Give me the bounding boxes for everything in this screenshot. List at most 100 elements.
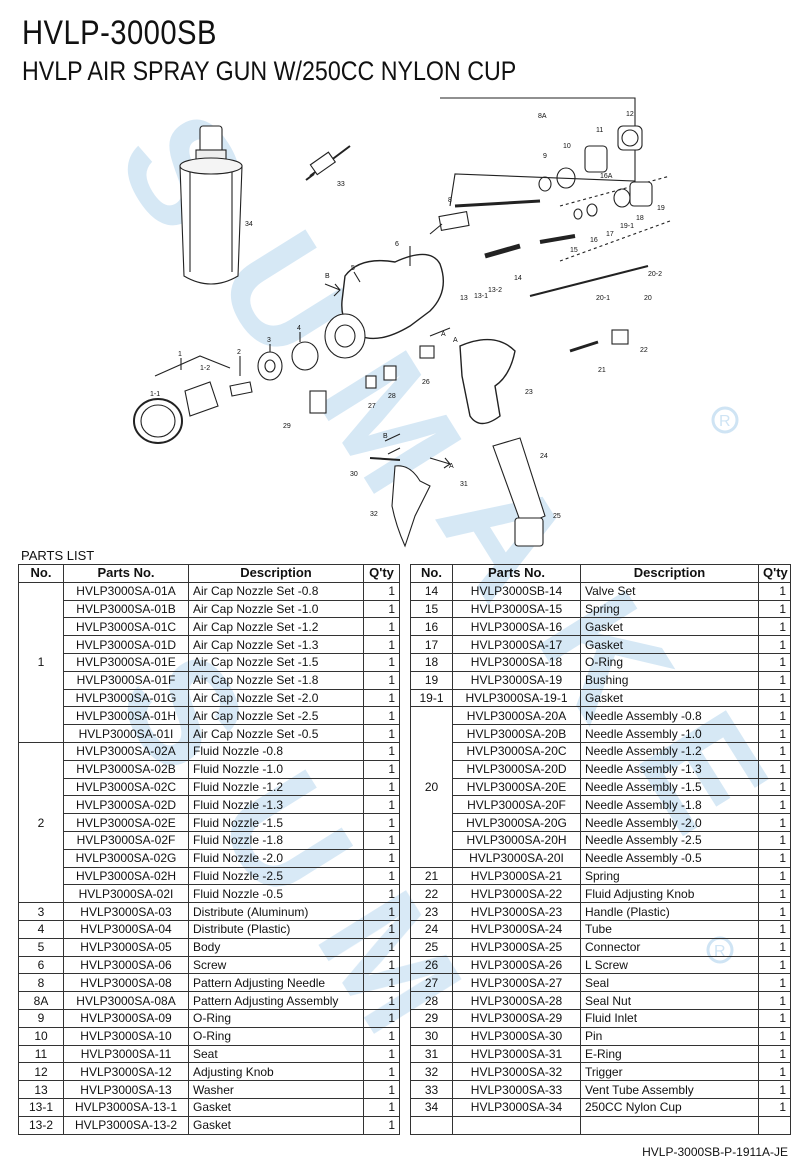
cell-quantity: 1 [758, 848, 791, 868]
cell-description: Fluid Nozzle -0.5 [188, 884, 364, 904]
cell-part-number: HVLP3000SA-17 [452, 635, 581, 654]
cell-quantity: 1 [363, 937, 400, 957]
cell-description: Seal [580, 973, 759, 993]
cell-quantity: 1 [363, 1097, 400, 1117]
cell-part-number: HVLP3000SA-01D [63, 635, 189, 654]
cell-item-no: 8 [18, 973, 64, 993]
cell-item-no: 2 [18, 741, 64, 904]
cell-description: Fluid Adjusting Knob [580, 884, 759, 904]
cell-part-number: HVLP3000SA-20B [452, 724, 581, 743]
cell-description: Spring [580, 599, 759, 619]
cell-part-number: HVLP3000SA-01F [63, 670, 189, 690]
cell-quantity: 1 [363, 617, 400, 637]
cell-item-no: 19-1 [410, 688, 453, 708]
cell-part-number: HVLP3000SA-06 [63, 955, 189, 975]
cell-description: Distribute (Plastic) [188, 919, 364, 939]
callout-24: 24 [540, 453, 548, 460]
cell-description: Gasket [580, 635, 759, 654]
cell-description: Needle Assembly -0.8 [580, 706, 759, 726]
callout-13-2: 13-2 [488, 287, 502, 294]
cell-item-no: 26 [410, 955, 453, 975]
cell-description: Fluid Inlet [580, 1008, 759, 1028]
cell-item-no: 20 [410, 706, 453, 868]
callout-28: 28 [388, 393, 396, 400]
cell-part-number: HVLP3000SA-15 [452, 599, 581, 619]
cell-quantity: 1 [363, 884, 400, 904]
cell-part-number: HVLP3000SA-02G [63, 848, 189, 868]
cell-part-number: HVLP3000SA-05 [63, 937, 189, 957]
callout-21: 21 [598, 367, 606, 374]
cell-quantity: 1 [363, 635, 400, 654]
cell-description: Seal Nut [580, 991, 759, 1010]
cell-description: Needle Assembly -1.5 [580, 777, 759, 797]
cell-quantity: 1 [363, 599, 400, 619]
cell-item-no: 12 [18, 1062, 64, 1082]
callout-16a: 16A [600, 173, 613, 180]
cell-quantity: 1 [758, 1026, 791, 1046]
cell-item-no: 27 [410, 973, 453, 993]
cell-description: Seat [188, 1044, 364, 1064]
cell-quantity: 1 [758, 1008, 791, 1028]
cell-description: Needle Assembly -1.2 [580, 741, 759, 761]
cell-item-no: 28 [410, 991, 453, 1010]
cell-quantity: 1 [363, 795, 400, 815]
cell-quantity: 1 [758, 741, 791, 761]
cell-item-no: 34 [410, 1097, 453, 1117]
callout-23: 23 [525, 389, 533, 396]
cell-quantity: 1 [758, 617, 791, 637]
cell-part-number: HVLP3000SA-02F [63, 830, 189, 850]
callout-19-1: 19-1 [620, 223, 634, 230]
cell-quantity: 1 [758, 937, 791, 957]
cell-part-number: HVLP3000SA-13 [63, 1080, 189, 1099]
cell-item-no: 4 [18, 919, 64, 939]
cell-part-number: HVLP3000SA-02C [63, 777, 189, 797]
cell-description: O-Ring [188, 1008, 364, 1028]
cell-description: Pin [580, 1026, 759, 1046]
cell-part-number: HVLP3000SA-02E [63, 813, 189, 832]
cell-item-no: 1 [18, 581, 64, 743]
cell-quantity: 1 [363, 759, 400, 779]
callout-18: 18 [636, 215, 644, 222]
callout-13: 13 [460, 295, 468, 302]
cell-description: Air Cap Nozzle Set -1.5 [188, 652, 364, 672]
cell-description: Needle Assembly -1.0 [580, 724, 759, 743]
cell-item-no: 10 [18, 1026, 64, 1046]
cell-description: Air Cap Nozzle Set -0.5 [188, 724, 364, 743]
cell-item-no: 15 [410, 599, 453, 619]
table-row [410, 1115, 791, 1135]
cell-description: Connector [580, 937, 759, 957]
callout-11: 11 [596, 127, 603, 134]
cell-description: Distribute (Aluminum) [188, 902, 364, 921]
cell-description: Vent Tube Assembly [580, 1080, 759, 1099]
cell-part-number: HVLP3000SA-21 [452, 866, 581, 886]
cell-part-number: HVLP3000SA-20F [452, 795, 581, 815]
callout-9: 9 [543, 153, 547, 160]
cell-quantity: 1 [363, 688, 400, 708]
cell-part-number: HVLP3000SA-19 [452, 670, 581, 690]
callout-6: 6 [395, 241, 399, 248]
callout-5: 5 [351, 265, 355, 272]
cell-part-number: HVLP3000SA-20G [452, 813, 581, 832]
cell-description: Air Cap Nozzle Set -1.3 [188, 635, 364, 654]
cell-quantity: 1 [363, 973, 400, 993]
callout-30: 30 [350, 471, 358, 478]
cell-item-no: 17 [410, 635, 453, 654]
cell-quantity: 1 [758, 777, 791, 797]
cell-part-number: HVLP3000SA-26 [452, 955, 581, 975]
cell-description [580, 1115, 759, 1135]
cell-part-number: HVLP3000SA-19-1 [452, 688, 581, 708]
